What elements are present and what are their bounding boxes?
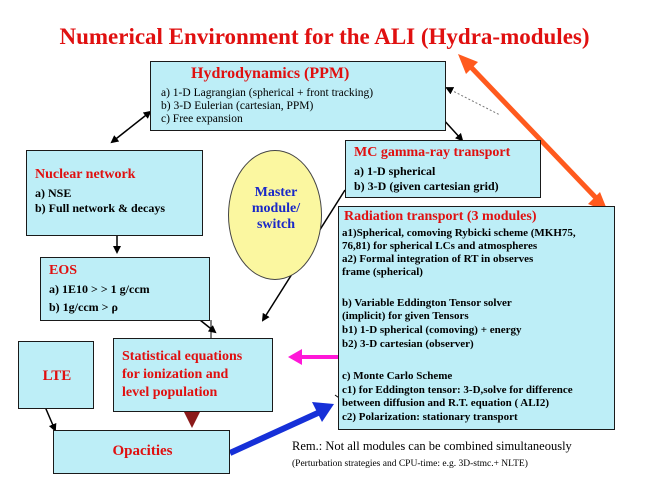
mc-box: MC gamma-ray transport a) 1-D spherical … [345,140,541,198]
rt-line-1: a1)Spherical, comoving Rybicki scheme (M… [342,227,576,239]
nuclear-box: Nuclear network a) NSE b) Full network &… [26,150,203,236]
hydro-box: Hydrodynamics (PPM) a) 1-D Lagrangian (s… [150,61,446,131]
rt-line-7: (implicit) for given Tensors [342,310,469,322]
arrow-hydro-rt-dotted [445,87,501,116]
lte-label: LTE [42,368,72,384]
page-title: Numerical Environment for the ALI (Hydra… [59,24,590,49]
mc-line-1: a) 1-D spherical [354,164,436,178]
eos-line-1: a) 1E10 > > 1 g/ccm [49,282,150,296]
nuclear-line-2: b) Full network & decays [35,201,165,215]
arrow-orange-head-top [458,54,478,74]
lte-box: LTE [18,341,94,409]
rt-line-4: frame (spherical) [342,266,423,278]
master-line-3: switch [256,217,296,232]
stat-box: Statistical equations for ionization and… [113,338,273,412]
arrow-blue-opac-rt [228,409,322,456]
nuclear-line-1: a) NSE [35,186,72,200]
nuclear-heading: Nuclear network [35,167,136,182]
opacities-label: Opacities [112,443,173,459]
arrow-magenta-head [288,349,302,365]
hydro-line-2: b) 3-D Eulerian (cartesian, PPM) [161,100,314,112]
master-line-2: module/ [251,201,301,216]
rt-line-8: b1) 1-D spherical (comoving) + energy [342,324,522,336]
rt-line-13: between diffusion and R.T. equation ( AL… [342,397,549,409]
mc-heading: MC gamma-ray transport [354,145,511,160]
eos-box: EOS a) 1E10 > > 1 g/ccm b) 1g/ccm > ρ [40,257,210,321]
rt-heading: Radiation transport (3 modules) [344,209,537,224]
stat-line-1: Statistical equations [122,349,243,364]
mc-line-2: b) 3-D (given cartesian grid) [354,179,499,193]
eos-heading: EOS [49,263,78,278]
eos-line-2: b) 1g/ccm > ρ [49,300,118,314]
master-switch-ellipse: Master module/ switch [228,150,322,280]
rt-line-2: 76,81) for spherical LCs and atmospheres [342,240,538,252]
rt-line-6: b) Variable Eddington Tensor solver [342,297,512,309]
rt-line-9: b2) 3-D cartesian (observer) [342,338,474,350]
hydro-heading: Hydrodynamics (PPM) [191,65,350,82]
opacities-box: Opacities [53,430,230,474]
stat-line-3: level population [122,385,218,400]
hydro-line-1: a) 1-D Lagrangian (spherical + front tra… [161,87,374,99]
master-line-1: Master [254,185,298,200]
rt-line-14: c2) Polarization: stationary transport [342,411,518,423]
stat-line-2: for ionization and [122,367,229,382]
hydro-line-3: c) Free expansion [161,113,243,125]
rt-line-11: c) Monte Carlo Scheme [342,370,453,382]
rt-line-3: a2) Formal integration of RT in observes [342,253,534,265]
arrow-orange-hydro-rt [466,62,600,202]
arrow-blue-head [312,402,334,422]
perturbation-note: (Perturbation strategies and CPU-time: e… [292,459,528,469]
rt-line-12: c1) for Eddington tensor: 3-D,solve for … [342,384,573,396]
arrow-eos-stat [199,319,217,334]
arrow-hydro-nuclear [110,110,152,144]
remark-text: Rem.: Not all modules can be combined si… [292,439,572,453]
arrow-stat-opac [184,412,200,428]
rt-box: Radiation transport (3 modules) a1)Spher… [338,206,615,430]
